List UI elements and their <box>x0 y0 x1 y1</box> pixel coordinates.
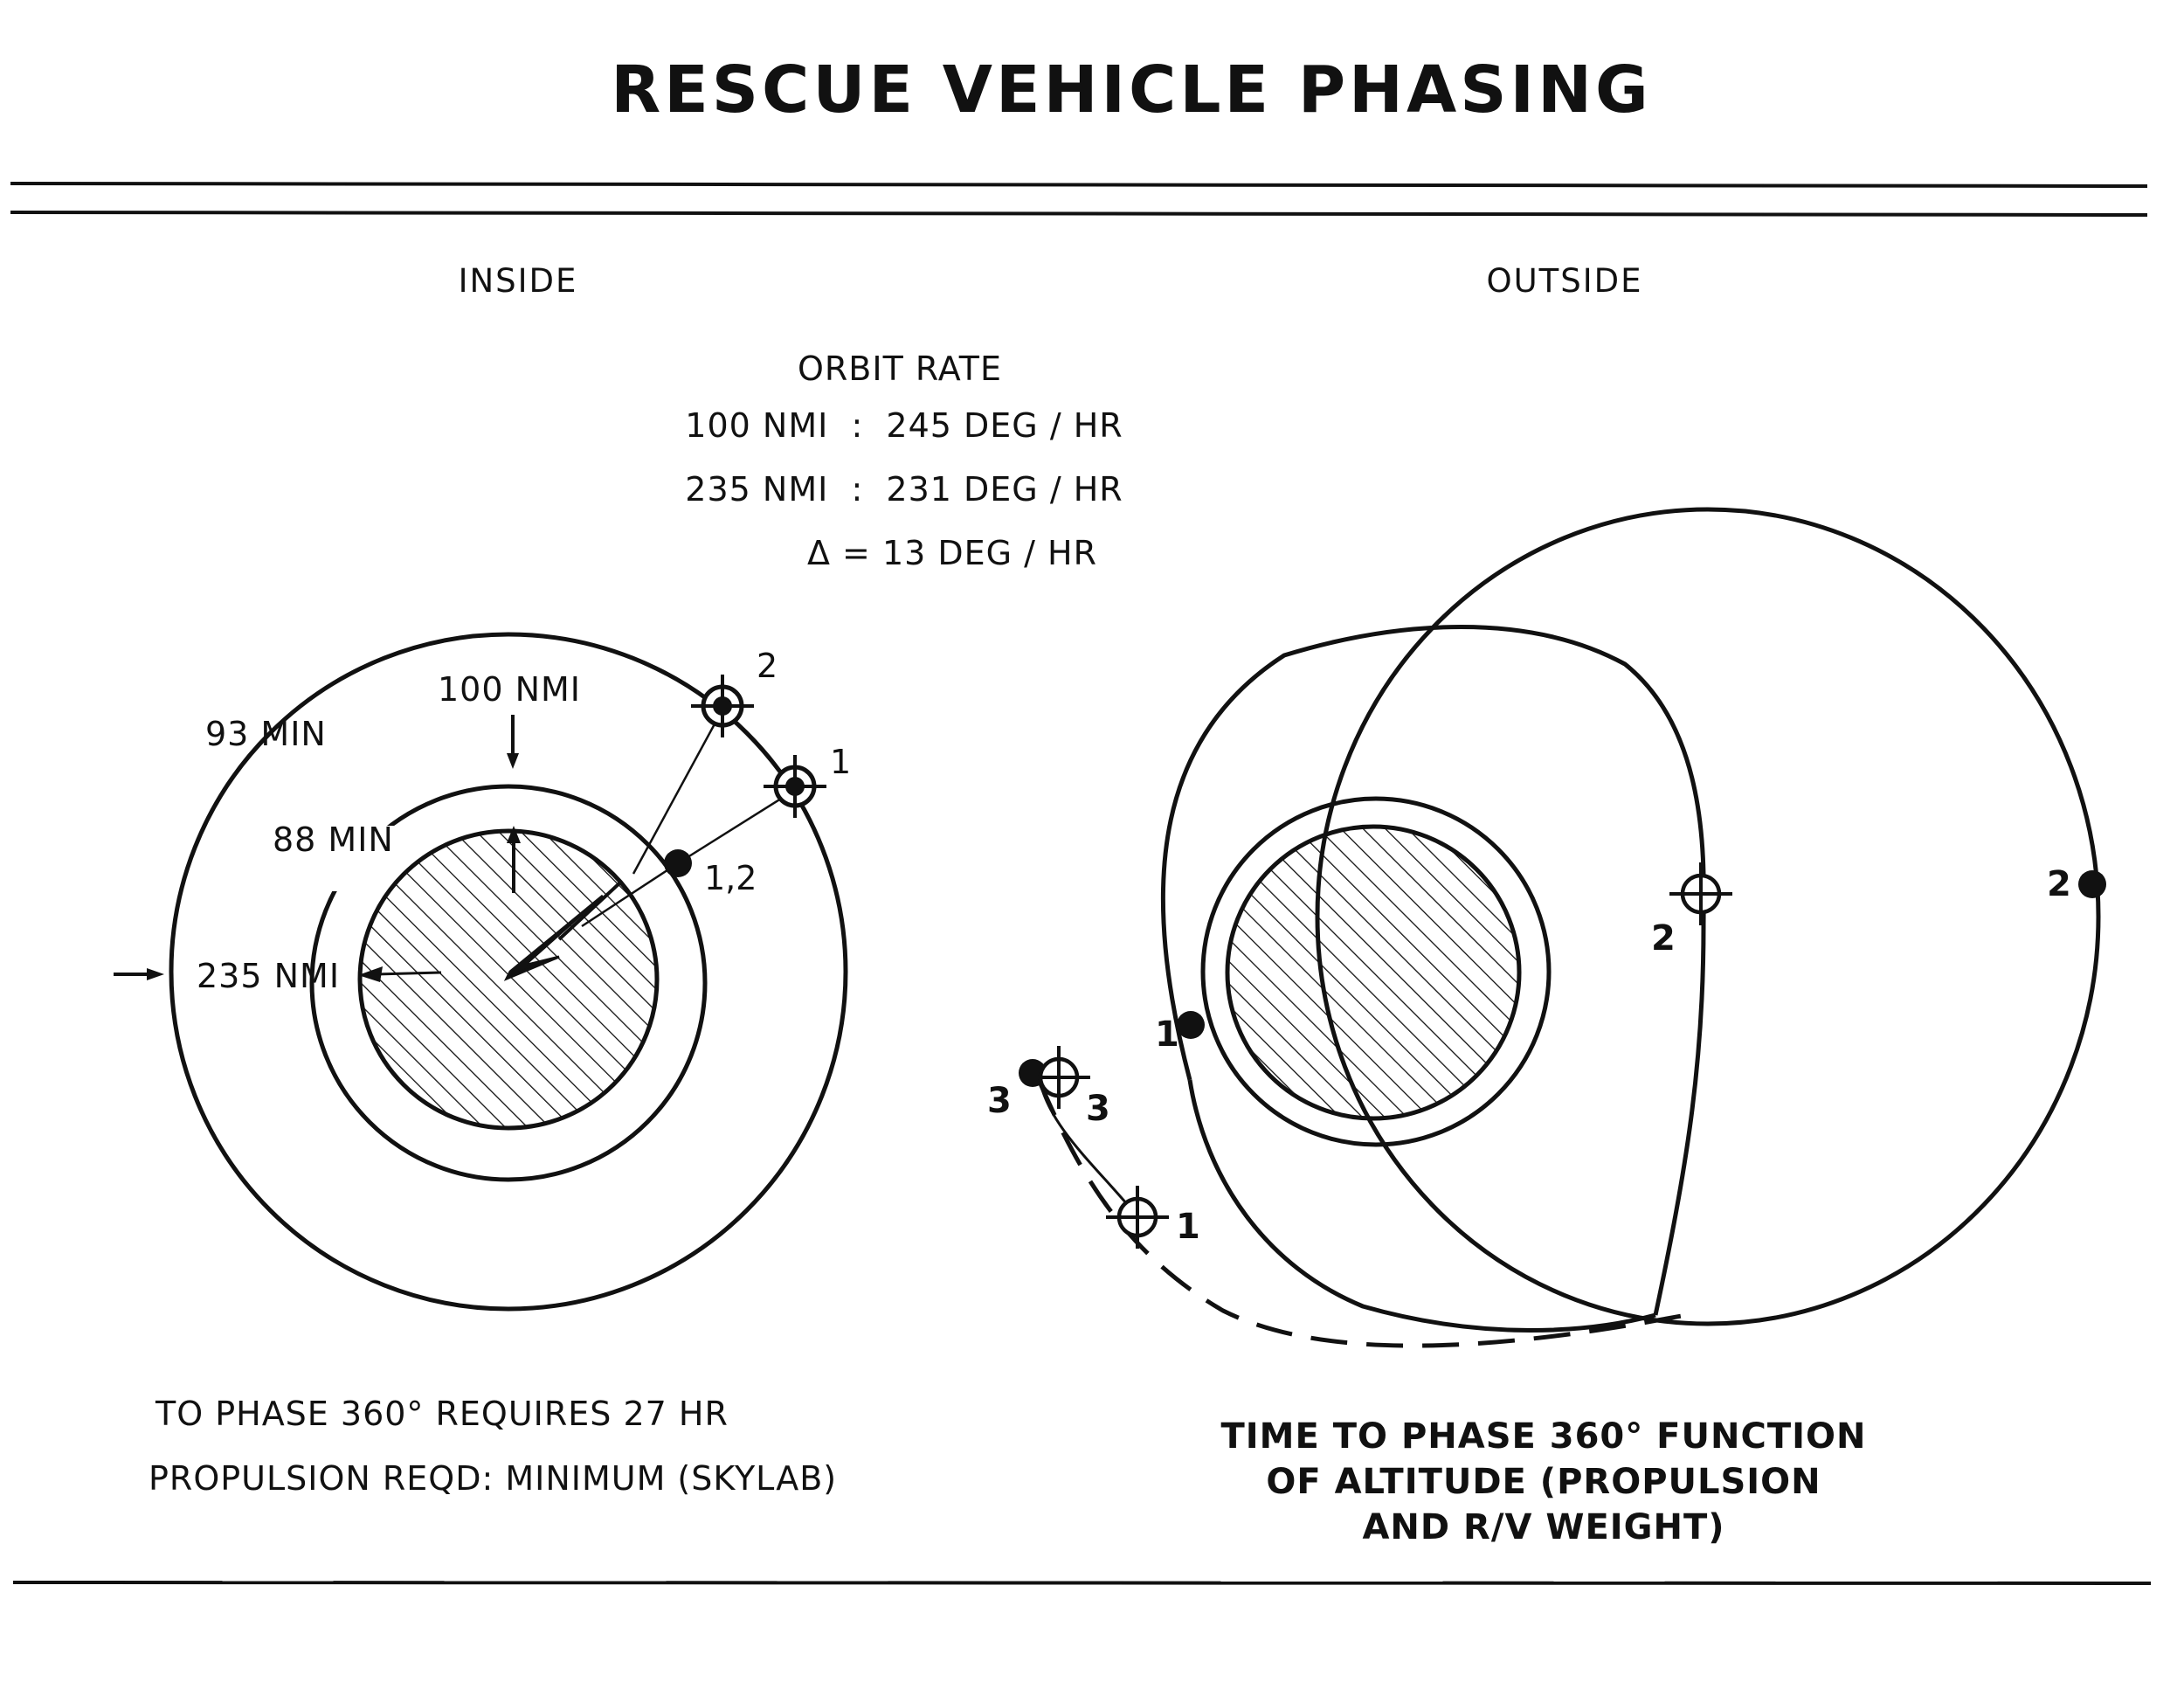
page-title: RESCUE VEHICLE PHASING <box>611 52 1652 128</box>
outer-orbit-outside <box>1160 625 1706 1316</box>
outer-orbit-235nmi <box>169 632 848 1312</box>
position-2-vehicle-label: 2 <box>2047 864 2072 904</box>
position-2-target-label: 2 <box>1651 918 1676 959</box>
orbit-rate-100nmi: 100 NMI : 245 DEG / HR <box>685 406 1123 445</box>
inner-orbit-outside <box>1200 796 1552 1147</box>
up-arrow-icon <box>507 826 521 843</box>
radial-line-to-1 <box>677 788 796 865</box>
target-position-1-marker-outside <box>1106 1186 1169 1249</box>
target-position-2-marker-outside <box>1669 862 1732 925</box>
inside-note-line-2: PROPULSION REQD: MINIMUM (SKYLAB) <box>149 1459 837 1498</box>
period-88min-label: 88 MIN <box>273 820 394 859</box>
position-3-target-label: 3 <box>1086 1089 1111 1129</box>
outside-note-line-1: TIME TO PHASE 360° FUNCTION <box>1221 1416 1867 1457</box>
vehicle-position-1 <box>1177 1011 1205 1039</box>
outside-note-line-2: OF ALTITUDE (PROPULSION <box>1266 1462 1821 1502</box>
vehicle-path-to-3 <box>1038 1078 1137 1215</box>
inner-orbit-100nmi <box>309 784 708 1182</box>
earth-outside <box>1225 824 1522 1121</box>
lightning-arrow-head <box>507 952 533 976</box>
orbit-rate-heading: ORBIT RATE <box>798 350 1002 388</box>
period-93min-label: 93 MIN <box>205 715 327 753</box>
outside-heading: OUTSIDE <box>1486 262 1642 300</box>
outside-diagram: 1 2 2 3 3 1 <box>987 507 2106 1348</box>
title-rule-top <box>10 182 2148 188</box>
altitude-235-right-arrow-icon <box>358 966 383 982</box>
altitude-100nmi-label: 100 NMI <box>438 670 581 709</box>
target-position-3-marker <box>1027 1046 1090 1109</box>
altitude-235-right-pointer <box>375 971 442 976</box>
position-1-outer-label: 1 <box>1176 1207 1201 1247</box>
position-3-vehicle-label: 3 <box>987 1081 1013 1121</box>
lightning-arrow-tail <box>557 881 622 941</box>
vehicle-position-2 <box>2078 870 2106 898</box>
altitude-235nmi-label: 235 NMI <box>197 957 340 995</box>
position-1-label: 1 <box>830 743 851 781</box>
title-rule-bottom <box>10 211 2148 217</box>
radial-line-to-2 <box>632 709 724 875</box>
vehicle-position-1-2 <box>664 849 692 877</box>
outside-note-line-3: AND R/V WEIGHT) <box>1362 1507 1724 1547</box>
inside-diagram: 93 MIN 88 MIN 100 NMI 235 NMI 2 1 1,2 <box>114 632 851 1312</box>
footer-rule <box>12 1581 2152 1585</box>
altitude-100-arrow-icon <box>507 753 519 769</box>
earth-inside <box>357 828 660 1131</box>
inside-note-line-1: TO PHASE 360° REQUIRES 27 HR <box>155 1395 729 1433</box>
position-1-inner-label: 1 <box>1155 1014 1180 1055</box>
orbit-rate-delta: Δ = 13 DEG / HR <box>807 534 1097 572</box>
orbit-rate-235nmi: 235 NMI : 231 DEG / HR <box>685 470 1123 509</box>
position-1-2-label: 1,2 <box>704 859 757 897</box>
altitude-235-left-arrow-icon <box>147 968 164 980</box>
inside-heading: INSIDE <box>459 262 578 300</box>
outer-orbit-outside-lower <box>1187 1079 1656 1333</box>
position-2-label: 2 <box>757 647 778 685</box>
radial-line-center <box>581 862 679 928</box>
